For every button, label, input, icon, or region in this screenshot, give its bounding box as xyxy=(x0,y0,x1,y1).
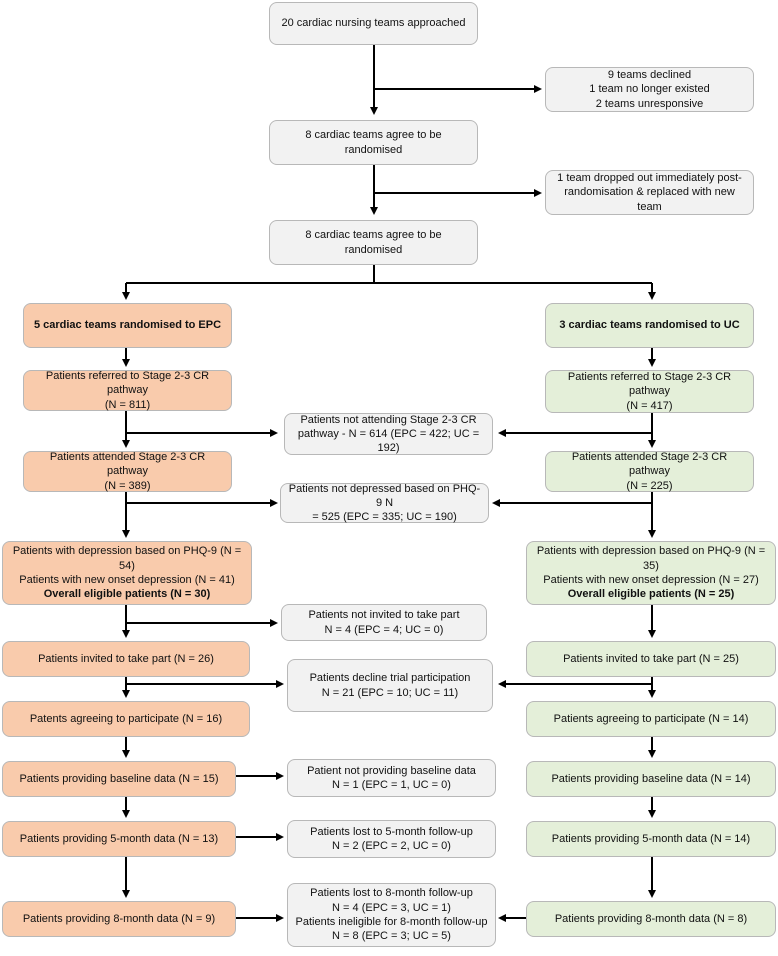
lost-5month-box: Patients lost to 5-month follow-up N = 2… xyxy=(287,820,496,858)
lost-8month-box: Patients lost to 8-month follow-up N = 4… xyxy=(287,883,496,947)
epc-depression-box: Patients with depression based on PHQ-9 … xyxy=(2,541,252,605)
box-text: Patients invited to take part (N = 25) xyxy=(563,652,739,665)
epc-5month-box: Patients providing 5-month data (N = 13) xyxy=(2,821,236,857)
box-text: (N = 389) xyxy=(104,479,151,492)
uc-invited-box: Patients invited to take part (N = 25) xyxy=(526,641,776,677)
box-text: 3 cardiac teams randomised to UC xyxy=(559,319,740,332)
epc-referred-box: Patients referred to Stage 2-3 CR pathwa… xyxy=(23,370,232,411)
epc-invited-box: Patients invited to take part (N = 26) xyxy=(2,641,250,677)
box-text: 1 team no longer existed xyxy=(589,83,710,96)
box-text: Patients referred to Stage 2-3 CR pathwa… xyxy=(45,370,210,397)
box-text: N = 2 (EPC = 2, UC = 0) xyxy=(332,840,451,852)
box-text: N = 8 (EPC = 3; UC = 5) xyxy=(332,930,451,943)
box-text: = 525 (EPC = 335; UC = 190) xyxy=(312,511,457,524)
box-text: N = 4 (EPC = 3, UC = 1) xyxy=(332,901,451,914)
box-text: 8 cardiac teams agree to be randomised xyxy=(305,129,442,156)
uc-randomised-box: 3 cardiac teams randomised to UC xyxy=(545,303,754,348)
approached-box: 20 cardiac nursing teams approached xyxy=(269,2,478,45)
box-text: Patients agreeing to participate (N = 14… xyxy=(553,712,749,725)
box-text: 1 team dropped out immediately post- xyxy=(557,172,742,185)
not-invited-box: Patients not invited to take part N = 4 … xyxy=(281,604,487,641)
box-text: Patients lost to 8-month follow-up xyxy=(310,887,473,900)
box-text: Overall eligible patients (N = 25) xyxy=(567,588,735,601)
box-text: (N = 417) xyxy=(626,399,673,412)
box-text: Patients not attending Stage 2-3 CR xyxy=(300,413,477,426)
box-text: Patients ineligible for 8-month follow-u… xyxy=(295,916,488,928)
uc-attended-box: Patients attended Stage 2-3 CR pathway (… xyxy=(545,451,754,492)
box-text: Patients not invited to take part xyxy=(308,609,460,622)
box-text: Patients attended Stage 2-3 CR pathway xyxy=(571,451,728,478)
box-text: 9 teams declined xyxy=(607,69,692,82)
box-text: (N = 225) xyxy=(626,479,673,492)
box-text: pathway - N = 614 (EPC = 422; UC = 192) xyxy=(297,427,480,455)
box-text: Patients decline trial participation xyxy=(309,672,471,685)
not-attending-box: Patients not attending Stage 2-3 CR path… xyxy=(284,413,493,455)
box-text: Overall eligible patients (N = 30) xyxy=(43,588,211,601)
no-baseline-box: Patient not providing baseline data N = … xyxy=(287,759,496,797)
box-text: 5 cardiac teams randomised to EPC xyxy=(33,319,222,332)
box-text: Patients referred to Stage 2-3 CR pathwa… xyxy=(567,371,732,398)
box-text: Patients with depression based on PHQ-9 … xyxy=(12,545,242,572)
uc-referred-box: Patients referred to Stage 2-3 CR pathwa… xyxy=(545,370,754,413)
box-text: 8 cardiac teams agree to be randomised xyxy=(305,229,442,256)
uc-5month-box: Patients providing 5-month data (N = 14) xyxy=(526,821,776,857)
box-text: Patients with depression based on PHQ-9 … xyxy=(536,545,766,572)
box-text: randomisation & replaced with new team xyxy=(564,186,735,213)
box-text: Patients attended Stage 2-3 CR pathway xyxy=(49,451,206,478)
box-text: (N = 811) xyxy=(104,398,151,411)
box-text: Patients providing 8-month data (N = 9) xyxy=(22,912,216,925)
box-text: Patients providing 5-month data (N = 14) xyxy=(551,832,751,845)
box-text: Patients providing 8-month data (N = 8) xyxy=(554,912,748,925)
epc-attended-box: Patients attended Stage 2-3 CR pathway (… xyxy=(23,451,232,492)
box-text: N = 1 (EPC = 1, UC = 0) xyxy=(332,779,451,791)
box-text: N = 21 (EPC = 10; UC = 11) xyxy=(321,686,459,699)
box-text: Patents agreeing to participate (N = 16) xyxy=(29,712,223,725)
box-text: Patients with new onset depression (N = … xyxy=(19,574,235,586)
box-text: 20 cardiac nursing teams approached xyxy=(281,17,466,30)
box-text: Patients lost to 5-month follow-up xyxy=(310,825,473,838)
box-text: Patients invited to take part (N = 26) xyxy=(38,652,214,665)
declined-box: 9 teams declined 1 team no longer existe… xyxy=(545,67,754,112)
uc-baseline-box: Patients providing baseline data (N = 14… xyxy=(526,761,776,797)
epc-baseline-box: Patients providing baseline data (N = 15… xyxy=(2,761,236,797)
box-text: Patients not depressed based on PHQ-9 N xyxy=(288,482,481,509)
epc-8month-box: Patients providing 8-month data (N = 9) xyxy=(2,901,236,937)
decline-trial-box: Patients decline trial participation N =… xyxy=(287,659,493,712)
uc-8month-box: Patients providing 8-month data (N = 8) xyxy=(526,901,776,937)
dropped-out-box: 1 team dropped out immediately post- ran… xyxy=(545,170,754,215)
epc-agree-box: Patents agreeing to participate (N = 16) xyxy=(2,701,250,737)
box-text: Patients with new onset depression (N = … xyxy=(543,574,759,586)
box-text: Patients providing 5-month data (N = 13) xyxy=(19,832,219,845)
epc-randomised-box: 5 cardiac teams randomised to EPC xyxy=(23,303,232,348)
uc-depression-box: Patients with depression based on PHQ-9 … xyxy=(526,541,776,605)
agree-randomised-box-1: 8 cardiac teams agree to be randomised xyxy=(269,120,478,165)
box-text: N = 4 (EPC = 4; UC = 0) xyxy=(324,623,444,636)
box-text: Patients providing baseline data (N = 15… xyxy=(19,772,219,785)
box-text: Patients providing baseline data (N = 14… xyxy=(551,772,751,785)
agree-randomised-box-2: 8 cardiac teams agree to be randomised xyxy=(269,220,478,265)
box-text: 2 teams unresponsive xyxy=(595,97,704,110)
uc-agree-box: Patients agreeing to participate (N = 14… xyxy=(526,701,776,737)
box-text: Patient not providing baseline data xyxy=(307,764,476,777)
not-depressed-box: Patients not depressed based on PHQ-9 N … xyxy=(280,483,489,523)
